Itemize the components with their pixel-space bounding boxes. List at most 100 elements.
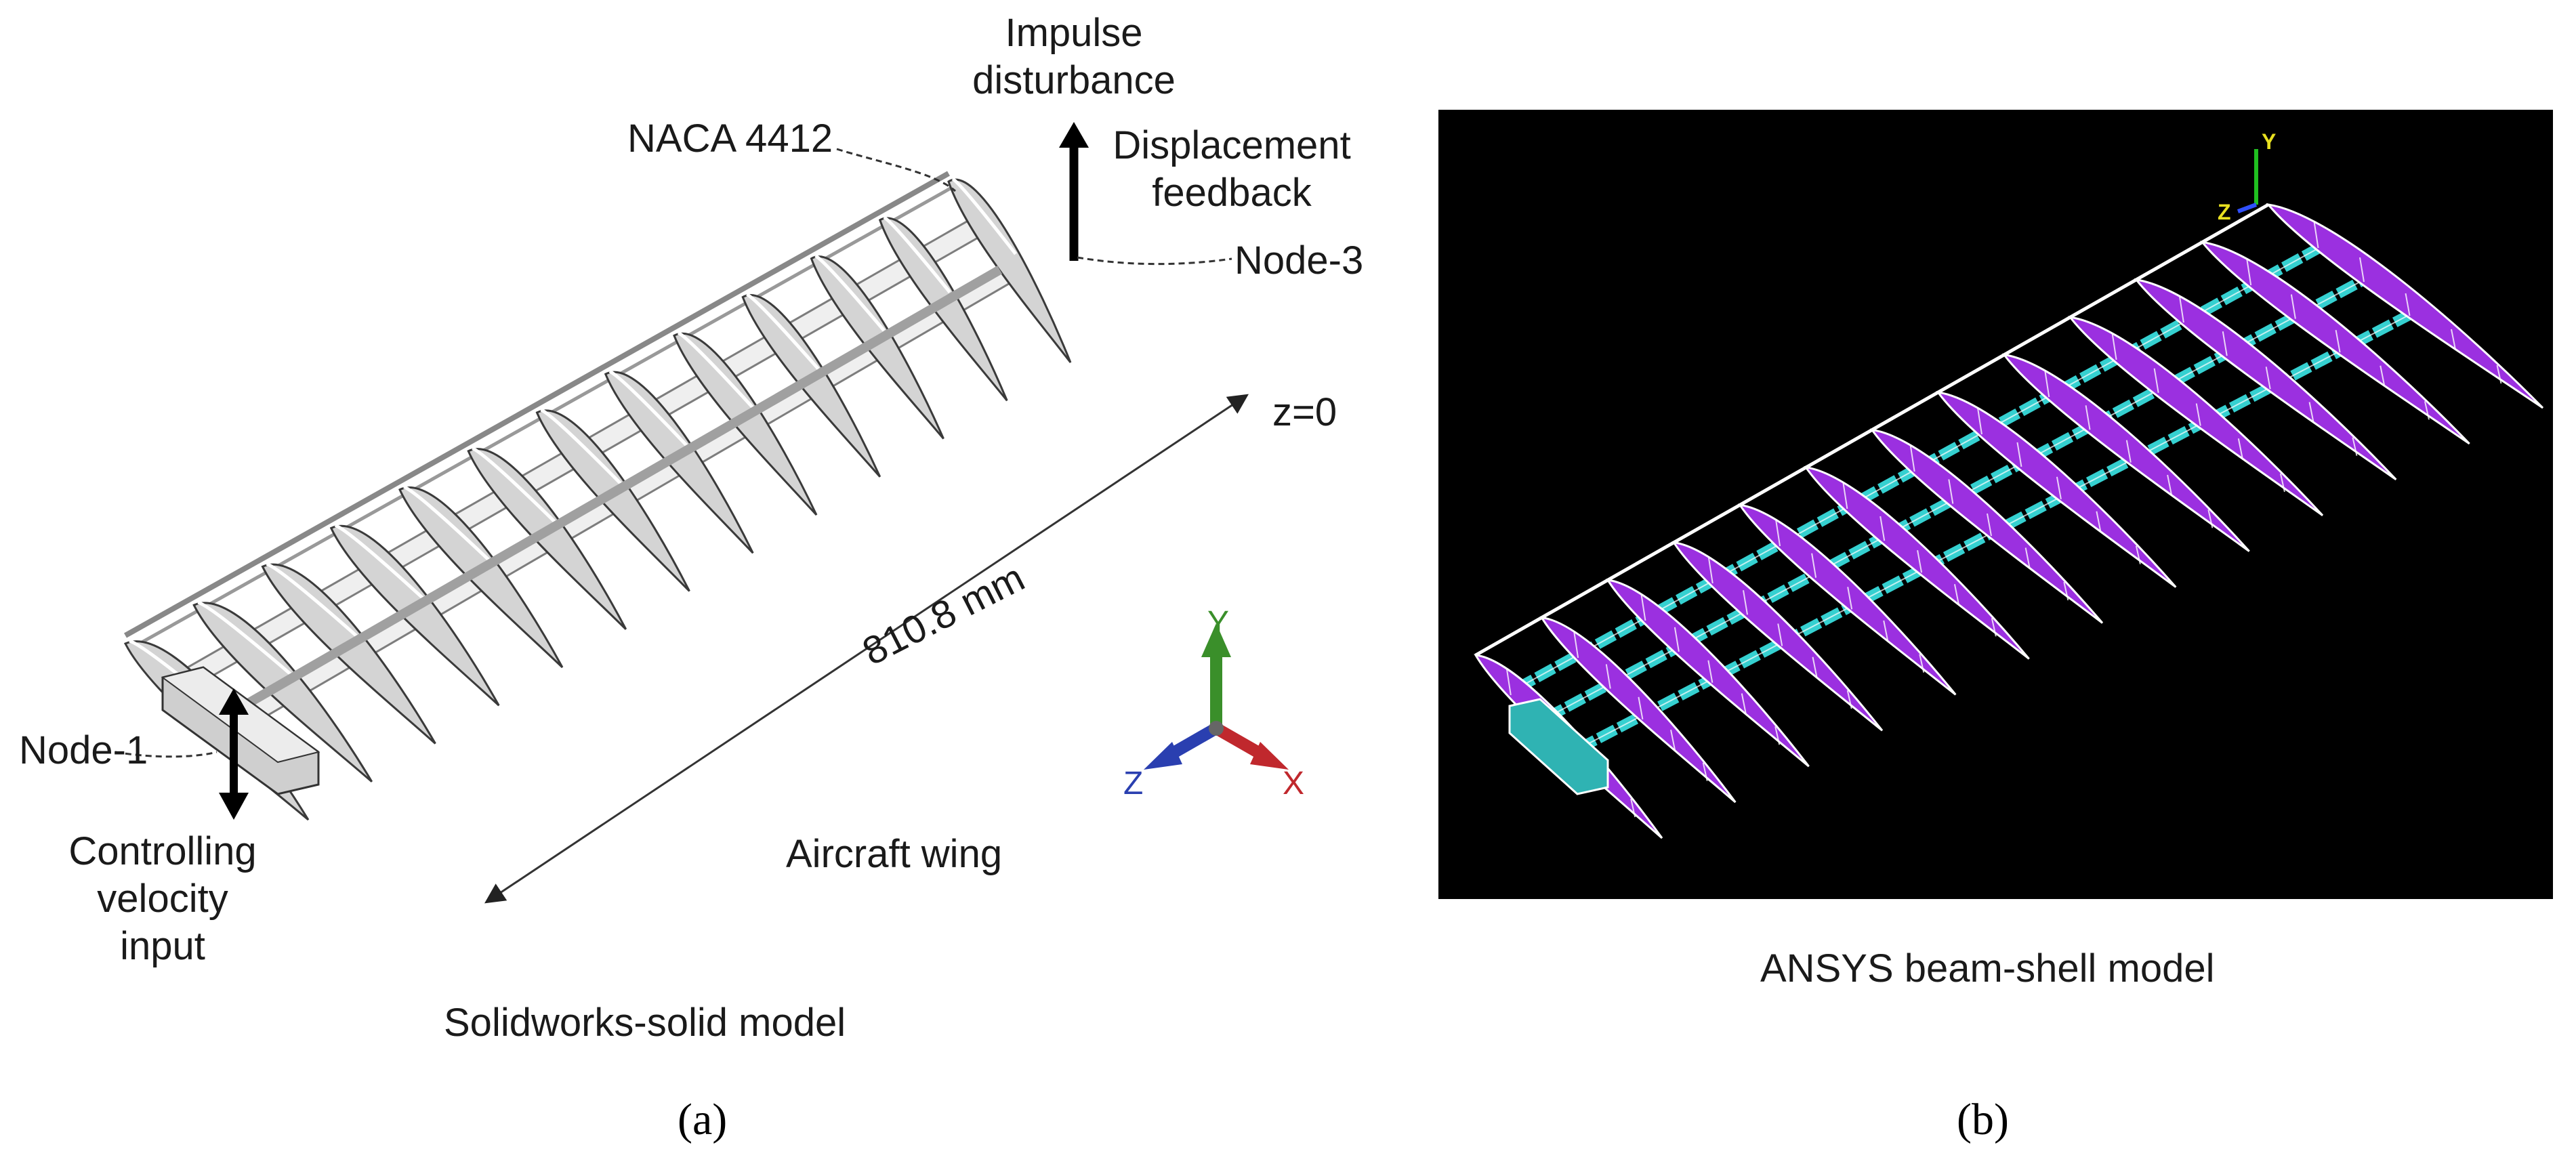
ansys-mesh-line [2405,293,2411,316]
ansys-mesh-line [1670,730,1676,751]
velocity-arrow-head-up [219,688,249,715]
rib-highlight [334,524,425,600]
z-axis-letter: Z [1123,766,1143,801]
rib-highlight [266,562,359,638]
panel-a-caption: (a) [678,1095,728,1144]
ansys-mesh-line [1774,726,1781,745]
node-1-label: Node-1 [19,728,148,772]
node-3-label: Node-3 [1234,238,1364,283]
ansys-mesh-line [1702,762,1708,781]
controlling-velocity-input-label: Controlling velocity input [68,829,257,968]
solidworks-model-subtitle: Solidworks-solid model [444,1001,846,1045]
ansys-rib-shell [1737,503,1957,696]
ansys-mesh-line [1953,584,1959,605]
ansys-mesh-line [1987,513,1992,537]
triad-origin [1209,721,1224,736]
ansys-mesh-line [2308,402,2314,423]
ansys-mesh-line [2167,474,2173,496]
ansys-mesh-line [1948,479,1954,504]
y-axis-letter: Y [1207,605,1229,641]
ansys-mesh-line [1674,627,1680,652]
rib-highlight [814,254,886,332]
ansys-mesh-line [1917,549,1923,573]
ansys-mesh-line [1847,587,1853,610]
ansys-mesh-line [2063,581,2069,601]
ansys-rib-shell [1539,616,1737,804]
ansys-mesh-line [2380,365,2386,386]
rib-highlight [745,293,820,371]
ansys-mesh-line [2496,364,2502,384]
ansys-mesh-line [1909,444,1915,472]
ansys-mesh-line [1919,654,1925,673]
ansys-mesh-line [1741,693,1747,714]
ansys-mesh-line [2056,476,2062,500]
ansys-mesh-line [2096,511,2102,532]
ansys-mesh-line [2178,295,2184,323]
ansys-mesh-line [2265,367,2271,390]
ansys-mesh-line [1573,631,1579,659]
rib-highlight [951,177,1017,255]
ansys-mesh-line [1777,623,1783,646]
ansys-rib-shell [1804,465,2030,660]
rib-highlight [677,331,754,409]
ansys-rib-shell [1671,541,1884,732]
ansys-mesh-line [1505,668,1512,696]
ansys-mesh-line [2290,294,2296,319]
ansys-mesh-line [1775,519,1781,547]
ansys-axis-triad: YZ [2218,129,2276,224]
ansys-z-axis-letter: Z [2218,200,2231,224]
ansys-mesh-line [1879,516,1886,541]
ansys-mesh-line [2246,258,2252,286]
ansys-mesh-line [1707,556,1713,584]
impulse-arrow-head [1059,122,1089,148]
ansys-beam-shell-wing [1474,203,2544,839]
node-1-leader-line [115,751,217,758]
z-axis-arrow-icon [1144,742,1182,770]
rib-highlight [883,215,951,293]
y-axis-arrow-icon [1201,623,1231,657]
ansys-rib-shell [2266,203,2544,409]
ansys-mesh-line [1707,660,1713,683]
ansys-rib-shell [1606,579,1810,768]
aircraft-wing-label: Aircraft wing [786,832,1003,876]
ansys-mesh-line [1743,590,1748,615]
wing-rib [192,602,373,783]
node-3-leader-line [1077,256,1232,266]
ansys-mesh-line [1883,620,1889,642]
ansys-mesh-line [1842,482,1848,509]
ansys-mesh-line [1991,618,1997,637]
naca-4412-label: NACA 4412 [627,117,833,161]
ansys-mesh-line [2024,547,2031,568]
ansys-mesh-line [1976,407,1982,435]
ansys-mesh-line [2451,329,2456,350]
displacement-feedback-label: Displacement feedback [1113,123,1351,215]
ansys-mesh-line [2352,437,2358,456]
ansys-y-axis-letter: Y [2262,129,2276,154]
ansys-rib-shell [2134,278,2397,481]
ansys-mesh-line [1812,656,1818,677]
ansys-mesh-line [1640,593,1646,621]
ansys-mesh-line [1630,798,1636,818]
solidworks-wing-model [123,171,1072,821]
ansys-mesh-line [2335,329,2341,353]
ansys-mesh-line [1846,690,1852,709]
ansys-mesh-line [2044,370,2050,398]
ansys-mesh-line [2016,442,2022,467]
panel-b-caption: (b) [1957,1095,2009,1144]
impulse-disturbance-label: Impulse disturbance [972,11,1176,102]
wing-annotations [115,122,1249,904]
ansys-mesh-line [1605,664,1611,689]
rib-highlight [197,600,293,677]
ansys-mesh-line [2195,403,2201,426]
ansys-rib-shell [2068,316,2324,516]
naca-leader-line [836,148,957,192]
ansys-mesh-line [2279,473,2285,493]
ansys-rib-shell [1869,428,2104,624]
z-zero-label: z=0 [1272,390,1337,434]
ansys-mesh-line [1811,553,1817,578]
span-dimension-line [484,394,1249,904]
ansys-mesh-line [2111,333,2117,360]
